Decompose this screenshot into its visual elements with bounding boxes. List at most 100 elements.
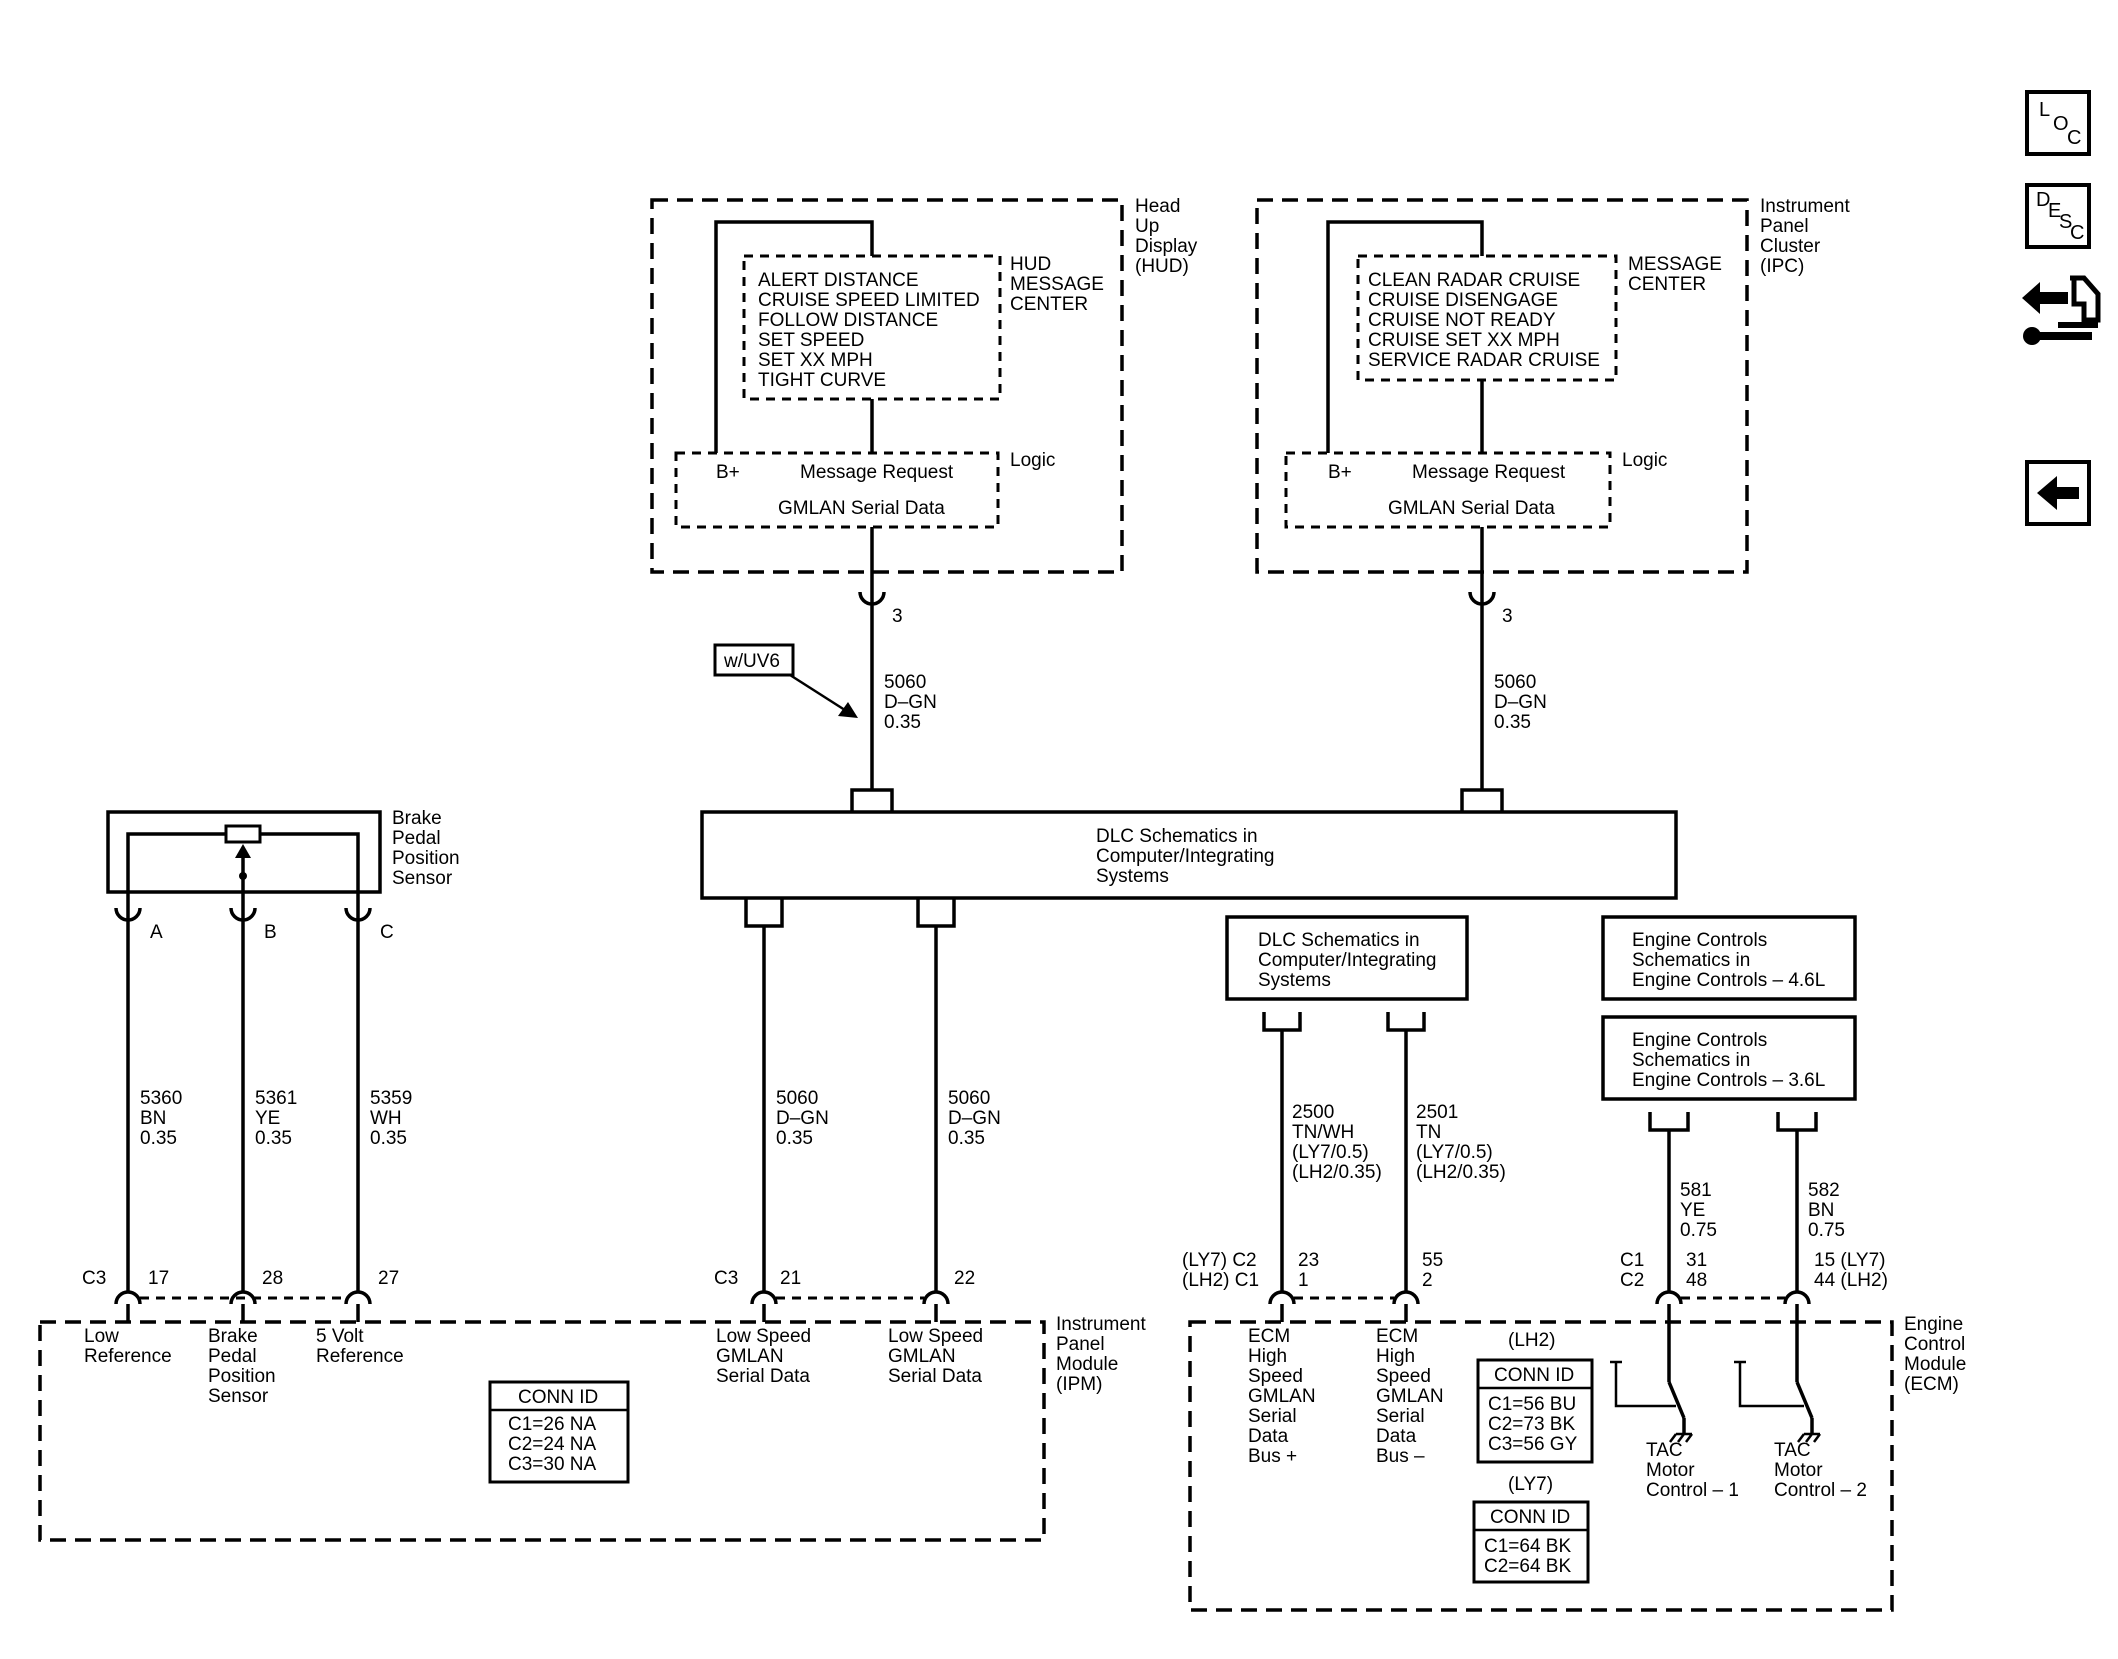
back-button[interactable] [2025,460,2091,526]
tac-1-control-line [1614,1362,1676,1408]
ipm-conn-id-header: CONN ID [518,1387,598,1408]
engine-controls-connector [1776,1112,1818,1132]
hud-message: TIGHT CURVE [758,370,886,391]
ipc-message: CLEAN RADAR CRUISE [1368,270,1580,291]
ecm-connector-id: (LH2) C1 [1182,1270,1259,1291]
tac-2-ground-icon [1797,1432,1821,1443]
lh2-label: (LH2) [1508,1330,1556,1351]
tac-wire-label: YE [1680,1200,1705,1221]
ly7-conn-id-header: CONN ID [1490,1507,1570,1528]
ecm-pin-number: 44 (LH2) [1814,1270,1888,1291]
hud-message: CRUISE SPEED LIMITED [758,290,980,311]
dlc-ecm-label: Computer/Integrating [1258,950,1437,971]
dlc-main-block: DLC Schematics in Computer/Integrating S… [700,788,1678,1292]
dlc-main-label: DLC Schematics in [1096,826,1258,847]
ecm-pin-gmlan-minus [1392,1290,1420,1322]
lh2-conn-id-row: C2=73 BK [1488,1414,1575,1435]
ipm-pin-28 [229,1290,257,1322]
tac-1-switch [1667,1381,1686,1419]
ipc-message: CRUISE SET XX MPH [1368,330,1560,351]
ecm-circuit-label: Speed [1376,1366,1431,1387]
ecm-pin-number: 15 (LY7) [1814,1250,1885,1271]
ecm-circuit-label: Bus + [1248,1446,1297,1467]
dlc-connector [1460,788,1504,812]
bpp-title-line: Sensor [392,868,453,889]
dlc-ecm-label: DLC Schematics in [1258,930,1420,951]
hud-pin-number: 3 [892,606,903,627]
ipm-circuit-label: Position [208,1366,276,1387]
engine-controls-36-label: Engine Controls [1632,1030,1767,1051]
ecm-pin-number: 1 [1298,1270,1309,1291]
ecm-pin-number: 48 [1686,1270,1707,1291]
lh2-conn-id-header: CONN ID [1494,1365,1574,1386]
ecm-circuit-label: Serial [1248,1406,1297,1427]
ipm-circuit-label: Low [84,1326,119,1347]
ipm-conn-id-row: C2=24 NA [508,1434,597,1455]
ipc-wire-label: 0.35 [1494,712,1531,733]
bpp-wire-label: 5360 [140,1088,182,1109]
desc-button[interactable]: D E S C [2025,183,2091,249]
ipm-module: Instrument Panel Module (IPM) C3 17 28 2… [38,1268,1146,1542]
dlc-connector [916,898,956,928]
engine-controls-46-box [1601,915,1857,1001]
ipc-wire-label: 5060 [1494,672,1536,693]
dlc-ecm-label: Systems [1258,970,1331,991]
ipc-connector-pin [1468,591,1496,606]
loc-button[interactable]: L O C [2025,90,2091,156]
ecm-pin-number: 31 [1686,1250,1707,1271]
hud-bplus-label: B+ [716,462,740,483]
ecm-circuit-label: Speed [1248,1366,1303,1387]
hud-logic-label: Logic [1010,450,1055,471]
ecm-title-line: Control [1904,1334,1965,1355]
hud-message: FOLLOW DISTANCE [758,310,938,331]
tac-wire-label: 0.75 [1680,1220,1717,1241]
bpp-wire-label: 5361 [255,1088,297,1109]
bpp-wiper-dot [239,872,247,880]
ipm-wire-label: 0.35 [776,1128,813,1149]
bpp-pin-a [114,907,142,922]
hud-gmlan-label: GMLAN Serial Data [778,498,945,519]
ecm-pin-number: 55 [1422,1250,1443,1271]
ecm-circuit-label: ECM [1248,1326,1290,1347]
bpp-title-line: Pedal [392,828,441,849]
ipc-bplus-wire [1326,220,1484,453]
dlc-connector [744,898,784,928]
ecm-connector-id: (LY7) C2 [1182,1250,1257,1271]
ecm-gmlan-wire-label: 2501 [1416,1102,1458,1123]
ipc-title-line: Cluster [1760,236,1821,257]
engine-controls-36-box [1601,1015,1857,1101]
ecm-gmlan-wire-label: TN/WH [1292,1122,1354,1143]
ipm-circuit-label: Pedal [208,1346,257,1367]
bpp-wire-label: 0.35 [255,1128,292,1149]
connector-repair-icon[interactable] [2018,270,2102,352]
hud-boundary [650,198,1124,574]
bpp-title-line: Brake [392,808,442,829]
tac-wire-label: BN [1808,1200,1834,1221]
tac-wire-label: 0.75 [1808,1220,1845,1241]
ipc-module: Instrument Panel Cluster (IPC) MESSAGE C… [1255,196,1850,790]
ecm-pin-gmlan-plus [1268,1290,1296,1322]
ly7-conn-id-row: C1=64 BK [1484,1536,1571,1557]
dlc-main-box [700,810,1678,900]
ipc-title-line: Panel [1760,216,1809,237]
ipc-logic-label: Logic [1622,450,1667,471]
engine-controls-connector [1648,1112,1690,1132]
bpp-pin-label: B [264,922,277,943]
ipm-circuit-label: GMLAN [716,1346,784,1367]
back-arrow-icon [2037,476,2079,510]
ipm-wire-label: 5060 [776,1088,818,1109]
ipm-circuit-label: Low Speed [888,1326,983,1347]
bpp-wire-label: WH [370,1108,402,1129]
ipc-message: SERVICE RADAR CRUISE [1368,350,1600,371]
hud-connector-pin [858,591,886,606]
hud-message: SET SPEED [758,330,864,351]
tac-1-ground-icon [1669,1432,1693,1443]
bpp-resistor [224,824,262,844]
ipm-circuit-label: GMLAN [888,1346,956,1367]
tac-label: TAC [1774,1440,1811,1461]
ipc-message-request-label: Message Request [1412,462,1566,483]
ipm-pin-number: 17 [148,1268,169,1289]
ecm-pin-tac-2 [1783,1290,1811,1322]
ecm-gmlan-wire-label: 2500 [1292,1102,1334,1123]
